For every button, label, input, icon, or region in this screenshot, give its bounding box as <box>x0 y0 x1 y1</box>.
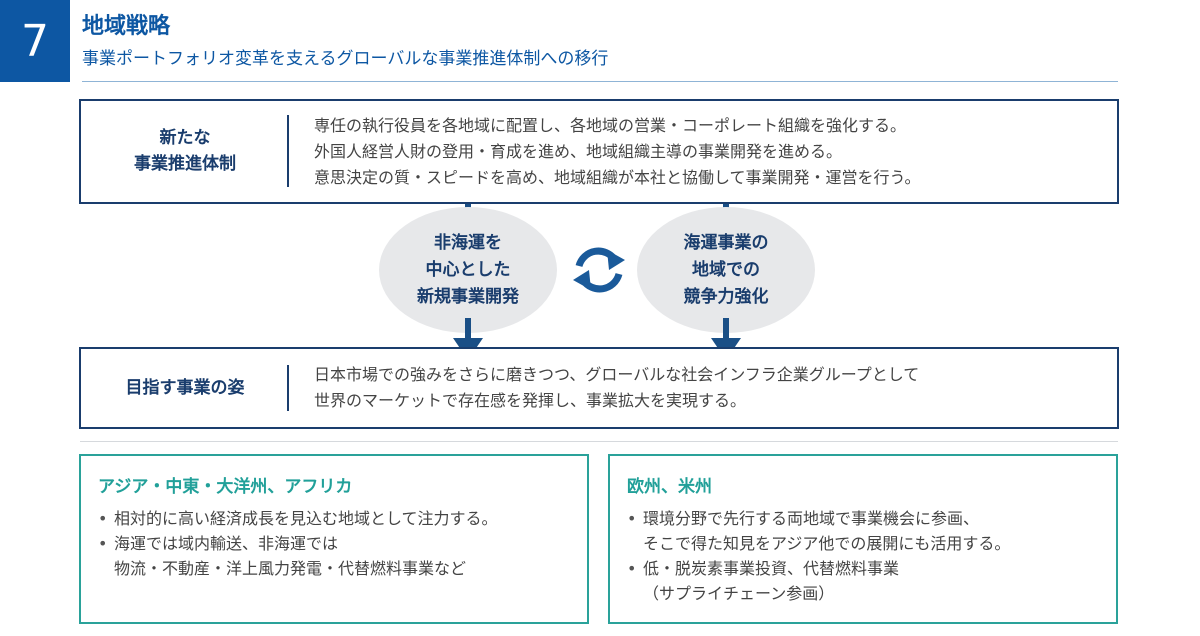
section-separator <box>80 441 1118 442</box>
goal-line: 日本市場での強みをさらに磨きつつ、グローバルな社会インフラ企業グループとして <box>314 365 920 384</box>
region-bullet: 相対的に高い経済成長を見込む地域として注力する。 <box>96 506 581 531</box>
region-title-europe-americas: 欧州、米州 <box>627 477 712 497</box>
page-subtitle: 事業ポートフォリオ変革を支えるグローバルな事業推進体制への移行 <box>82 49 609 69</box>
structure-label-line1: 新たな <box>159 128 211 148</box>
goal-line: 世界のマーケットで存在感を発揮し、事業拡大を実現する。 <box>314 391 747 410</box>
structure-box-text: 専任の執行役員を各地域に配置し、各地域の営業・コーポレート組織を強化する。 外国… <box>314 113 921 191</box>
structure-box <box>79 99 1119 204</box>
region-bullet: 低・脱炭素事業投資、代替燃料事業 （サプライチェーン参画） <box>625 556 1110 606</box>
goal-box-text: 日本市場での強みをさらに磨きつつ、グローバルな社会インフラ企業グループとして 世… <box>314 362 919 414</box>
structure-label-line2: 事業推進体制 <box>134 154 236 174</box>
goal-box-divider <box>287 365 289 411</box>
region-bullet: 海運では域内輸送、非海運では 物流・不動産・洋上風力発電・代替燃料事業など <box>96 531 581 581</box>
structure-box-label: 新たな 事業推進体制 <box>90 125 280 177</box>
region-bullets-europe-americas: 環境分野で先行する両地域で事業機会に参画、 そこで得た知見をアジア他での展開にも… <box>625 506 1110 606</box>
structure-box-divider <box>287 115 289 187</box>
ellipse-shipping-text: 海運事業の 地域での 競争力強化 <box>683 232 769 307</box>
goal-box-label: 目指す事業の姿 <box>125 378 245 398</box>
ellipse-new-business: 非海運を 中心とした 新規事業開発 <box>379 207 557 333</box>
page-title: 地域戦略 <box>82 14 171 39</box>
region-bullet: 環境分野で先行する両地域で事業機会に参画、 そこで得た知見をアジア他での展開にも… <box>625 506 1110 556</box>
goal-box <box>79 347 1119 429</box>
section-number-badge: 7 <box>0 0 70 82</box>
region-bullets-asia: 相対的に高い経済成長を見込む地域として注力する。 海運では域内輸送、非海運では … <box>96 506 581 581</box>
structure-line: 専任の執行役員を各地域に配置し、各地域の営業・コーポレート組織を強化する。 <box>314 116 907 135</box>
header-divider <box>82 81 1118 82</box>
cycle-arrows-icon <box>573 247 625 293</box>
structure-line: 外国人経営人財の登用・育成を進め、地域組織主導の事業開発を進める。 <box>314 142 843 161</box>
structure-line: 意思決定の質・スピードを高め、地域組織が本社と協働して事業開発・運営を行う。 <box>314 168 921 187</box>
ellipse-shipping-competitiveness: 海運事業の 地域での 競争力強化 <box>637 207 815 333</box>
region-title-asia: アジア・中東・大洋州、アフリカ <box>98 477 353 497</box>
section-number: 7 <box>21 15 49 67</box>
ellipse-new-business-text: 非海運を 中心とした 新規事業開発 <box>417 232 519 307</box>
